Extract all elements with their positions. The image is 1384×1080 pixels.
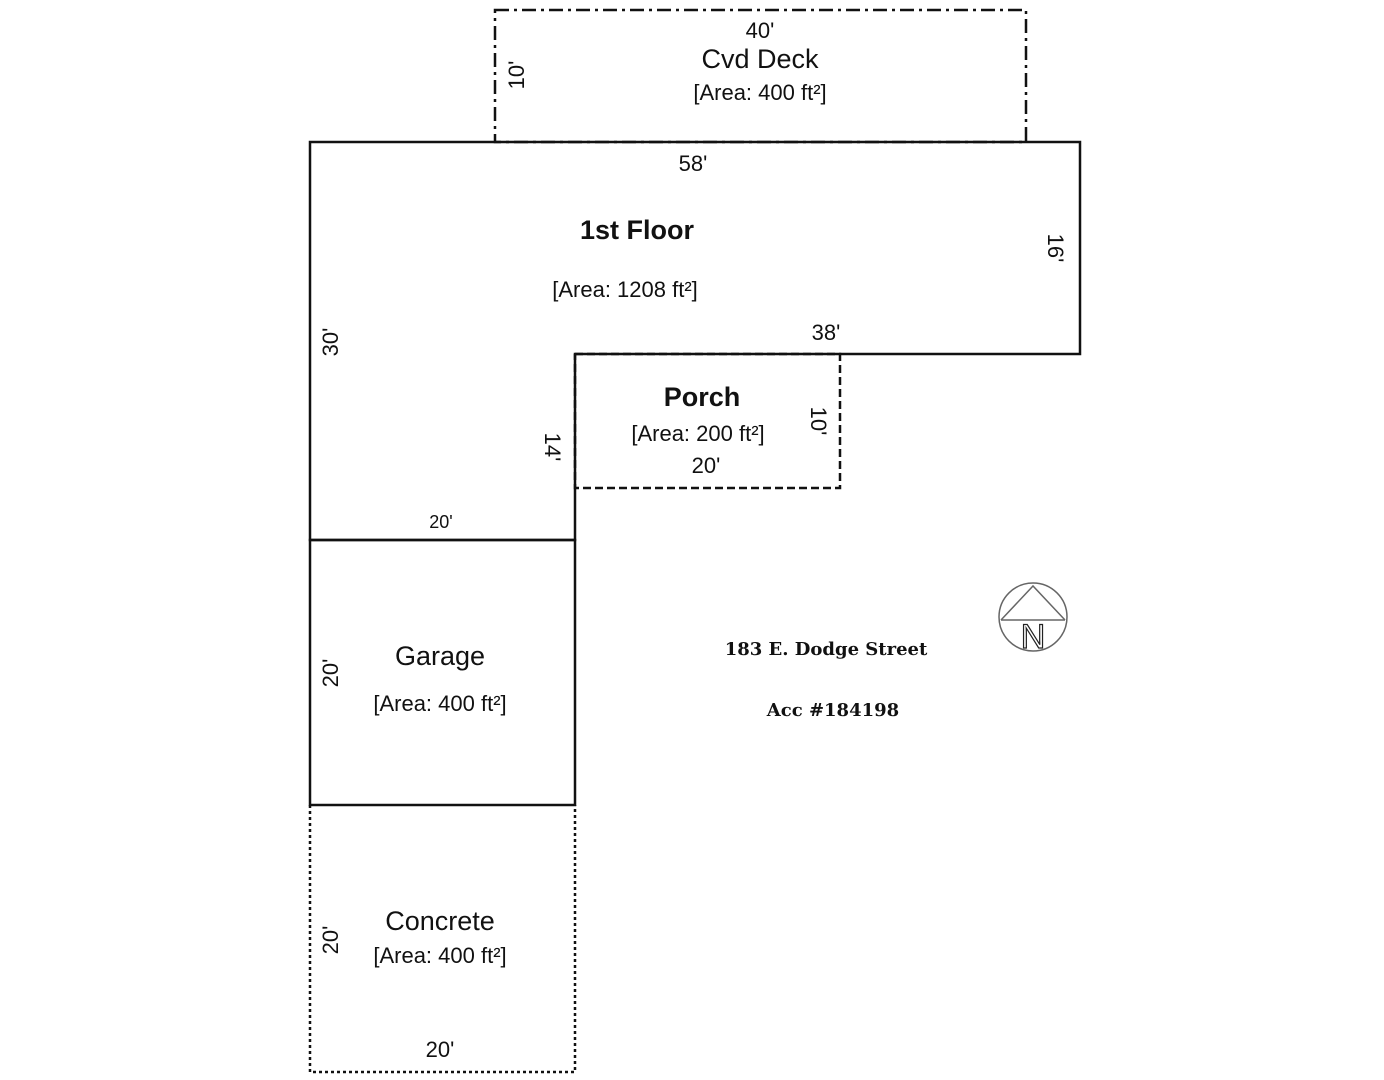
concrete-section: Concrete [Area: 400 ft²] 20' 20' [308,805,577,1074]
porch-area: [Area: 200 ft²] [631,421,764,446]
first-floor-right-dim: 16' [1043,234,1068,263]
porch-outline [573,352,842,490]
concrete-outline [308,805,577,1074]
compass-label: N [1021,618,1046,656]
first-floor-name: 1st Floor [580,215,695,245]
cvd-deck-section: 40' Cvd Deck [Area: 400 ft²] 10' [493,8,1028,144]
porch-depth-dim: 10' [806,407,831,436]
first-floor-inner-dim: 38' [812,320,841,345]
cvd-deck-name: Cvd Deck [701,44,819,74]
cvd-deck-depth-dim: 10' [504,61,529,90]
garage-name: Garage [395,641,485,671]
cvd-deck-width-dim: 40' [746,18,775,43]
first-floor-left-dim: 30' [318,328,343,357]
cvd-deck-area: [Area: 400 ft²] [693,80,826,105]
garage-side-dim: 20' [318,659,343,688]
garage-outline [308,538,577,807]
concrete-area: [Area: 400 ft²] [373,943,506,968]
north-arrow-icon: N [998,582,1068,657]
concrete-name: Concrete [385,906,495,936]
first-floor-top-dim: 58' [679,151,708,176]
account-number: Acc #184198 [766,700,899,721]
first-floor-section: 58' 1st Floor [Area: 1208 ft²] 16' 38' 3… [308,140,1082,542]
garage-section: Garage [Area: 400 ft²] 20' [308,538,577,807]
garage-area: [Area: 400 ft²] [373,691,506,716]
property-address: 183 E. Dodge Street [725,639,928,660]
first-floor-inner-side-dim: 14' [540,433,565,462]
concrete-bottom-dim: 20' [426,1037,455,1062]
porch-section: Porch [Area: 200 ft²] 20' 10' [573,352,842,490]
concrete-side-dim: 20' [318,926,343,955]
first-floor-bottom-dim: 20' [429,512,452,532]
first-floor-area: [Area: 1208 ft²] [552,277,698,302]
porch-width-dim: 20' [692,453,721,478]
porch-name: Porch [664,382,741,412]
first-floor-outline [308,140,1082,542]
